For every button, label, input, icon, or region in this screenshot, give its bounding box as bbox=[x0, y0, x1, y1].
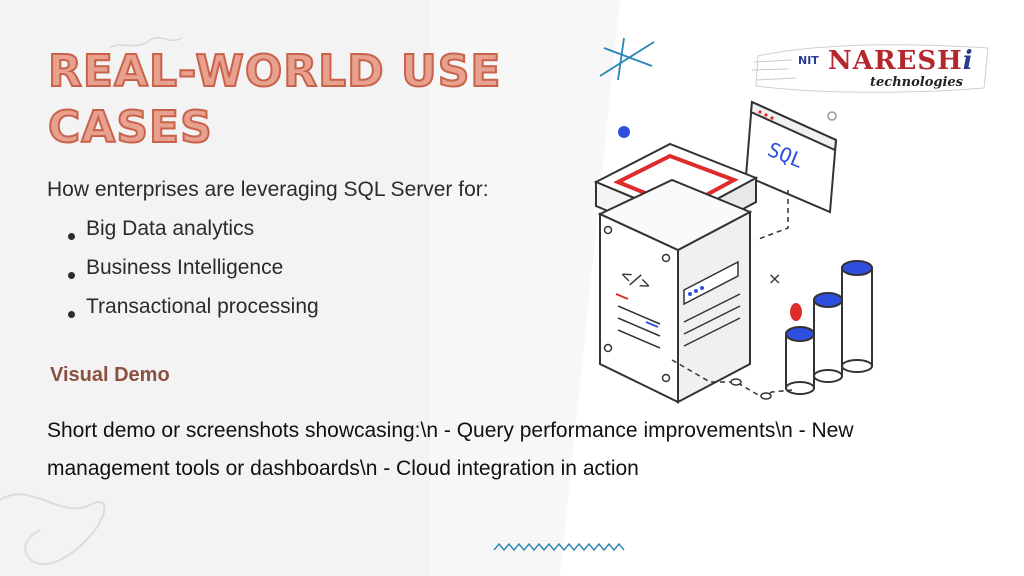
slide-title: REAL-WORLD USE CASES bbox=[47, 45, 502, 154]
bullet-icon bbox=[68, 233, 75, 240]
subtitle: How enterprises are leveraging SQL Serve… bbox=[47, 178, 489, 201]
star-doodle-icon bbox=[599, 37, 655, 81]
company-logo: NIT NARESHi technologies bbox=[752, 36, 992, 98]
red-drop-icon bbox=[790, 303, 802, 321]
use-case-list: Big Data analytics Business Intelligence… bbox=[68, 214, 319, 331]
bullet-icon bbox=[68, 311, 75, 318]
list-item: Transactional processing bbox=[68, 292, 319, 331]
brush-stroke-icon bbox=[752, 44, 989, 93]
close-mark-icon: × bbox=[768, 269, 781, 288]
bullet-icon bbox=[68, 272, 75, 279]
database-cylinder-icon bbox=[785, 260, 873, 395]
list-item-label: Business Intelligence bbox=[86, 256, 284, 279]
server-illustration: SQL </> × bbox=[593, 100, 873, 404]
logo-subtext: technologies bbox=[870, 75, 963, 90]
body-text: Short demo or screenshots showcasing:\n … bbox=[47, 419, 854, 480]
sql-window-icon: SQL bbox=[744, 100, 838, 214]
logo-brand-text: NARESH bbox=[828, 46, 963, 76]
server-icon: </> bbox=[593, 142, 759, 404]
logo-brand-suffix: i bbox=[962, 46, 974, 76]
logo-badge: NIT bbox=[798, 54, 819, 67]
wave-doodle-icon bbox=[493, 542, 625, 552]
logo-brand: NARESHi bbox=[828, 46, 974, 76]
ring-dot-icon bbox=[827, 111, 837, 121]
list-item: Business Intelligence bbox=[68, 253, 319, 292]
blue-dot-icon bbox=[618, 126, 630, 138]
list-item-label: Big Data analytics bbox=[86, 217, 255, 240]
section-title: Visual Demo bbox=[50, 364, 170, 386]
list-item: Big Data analytics bbox=[68, 214, 319, 253]
list-item-label: Transactional processing bbox=[86, 295, 319, 318]
